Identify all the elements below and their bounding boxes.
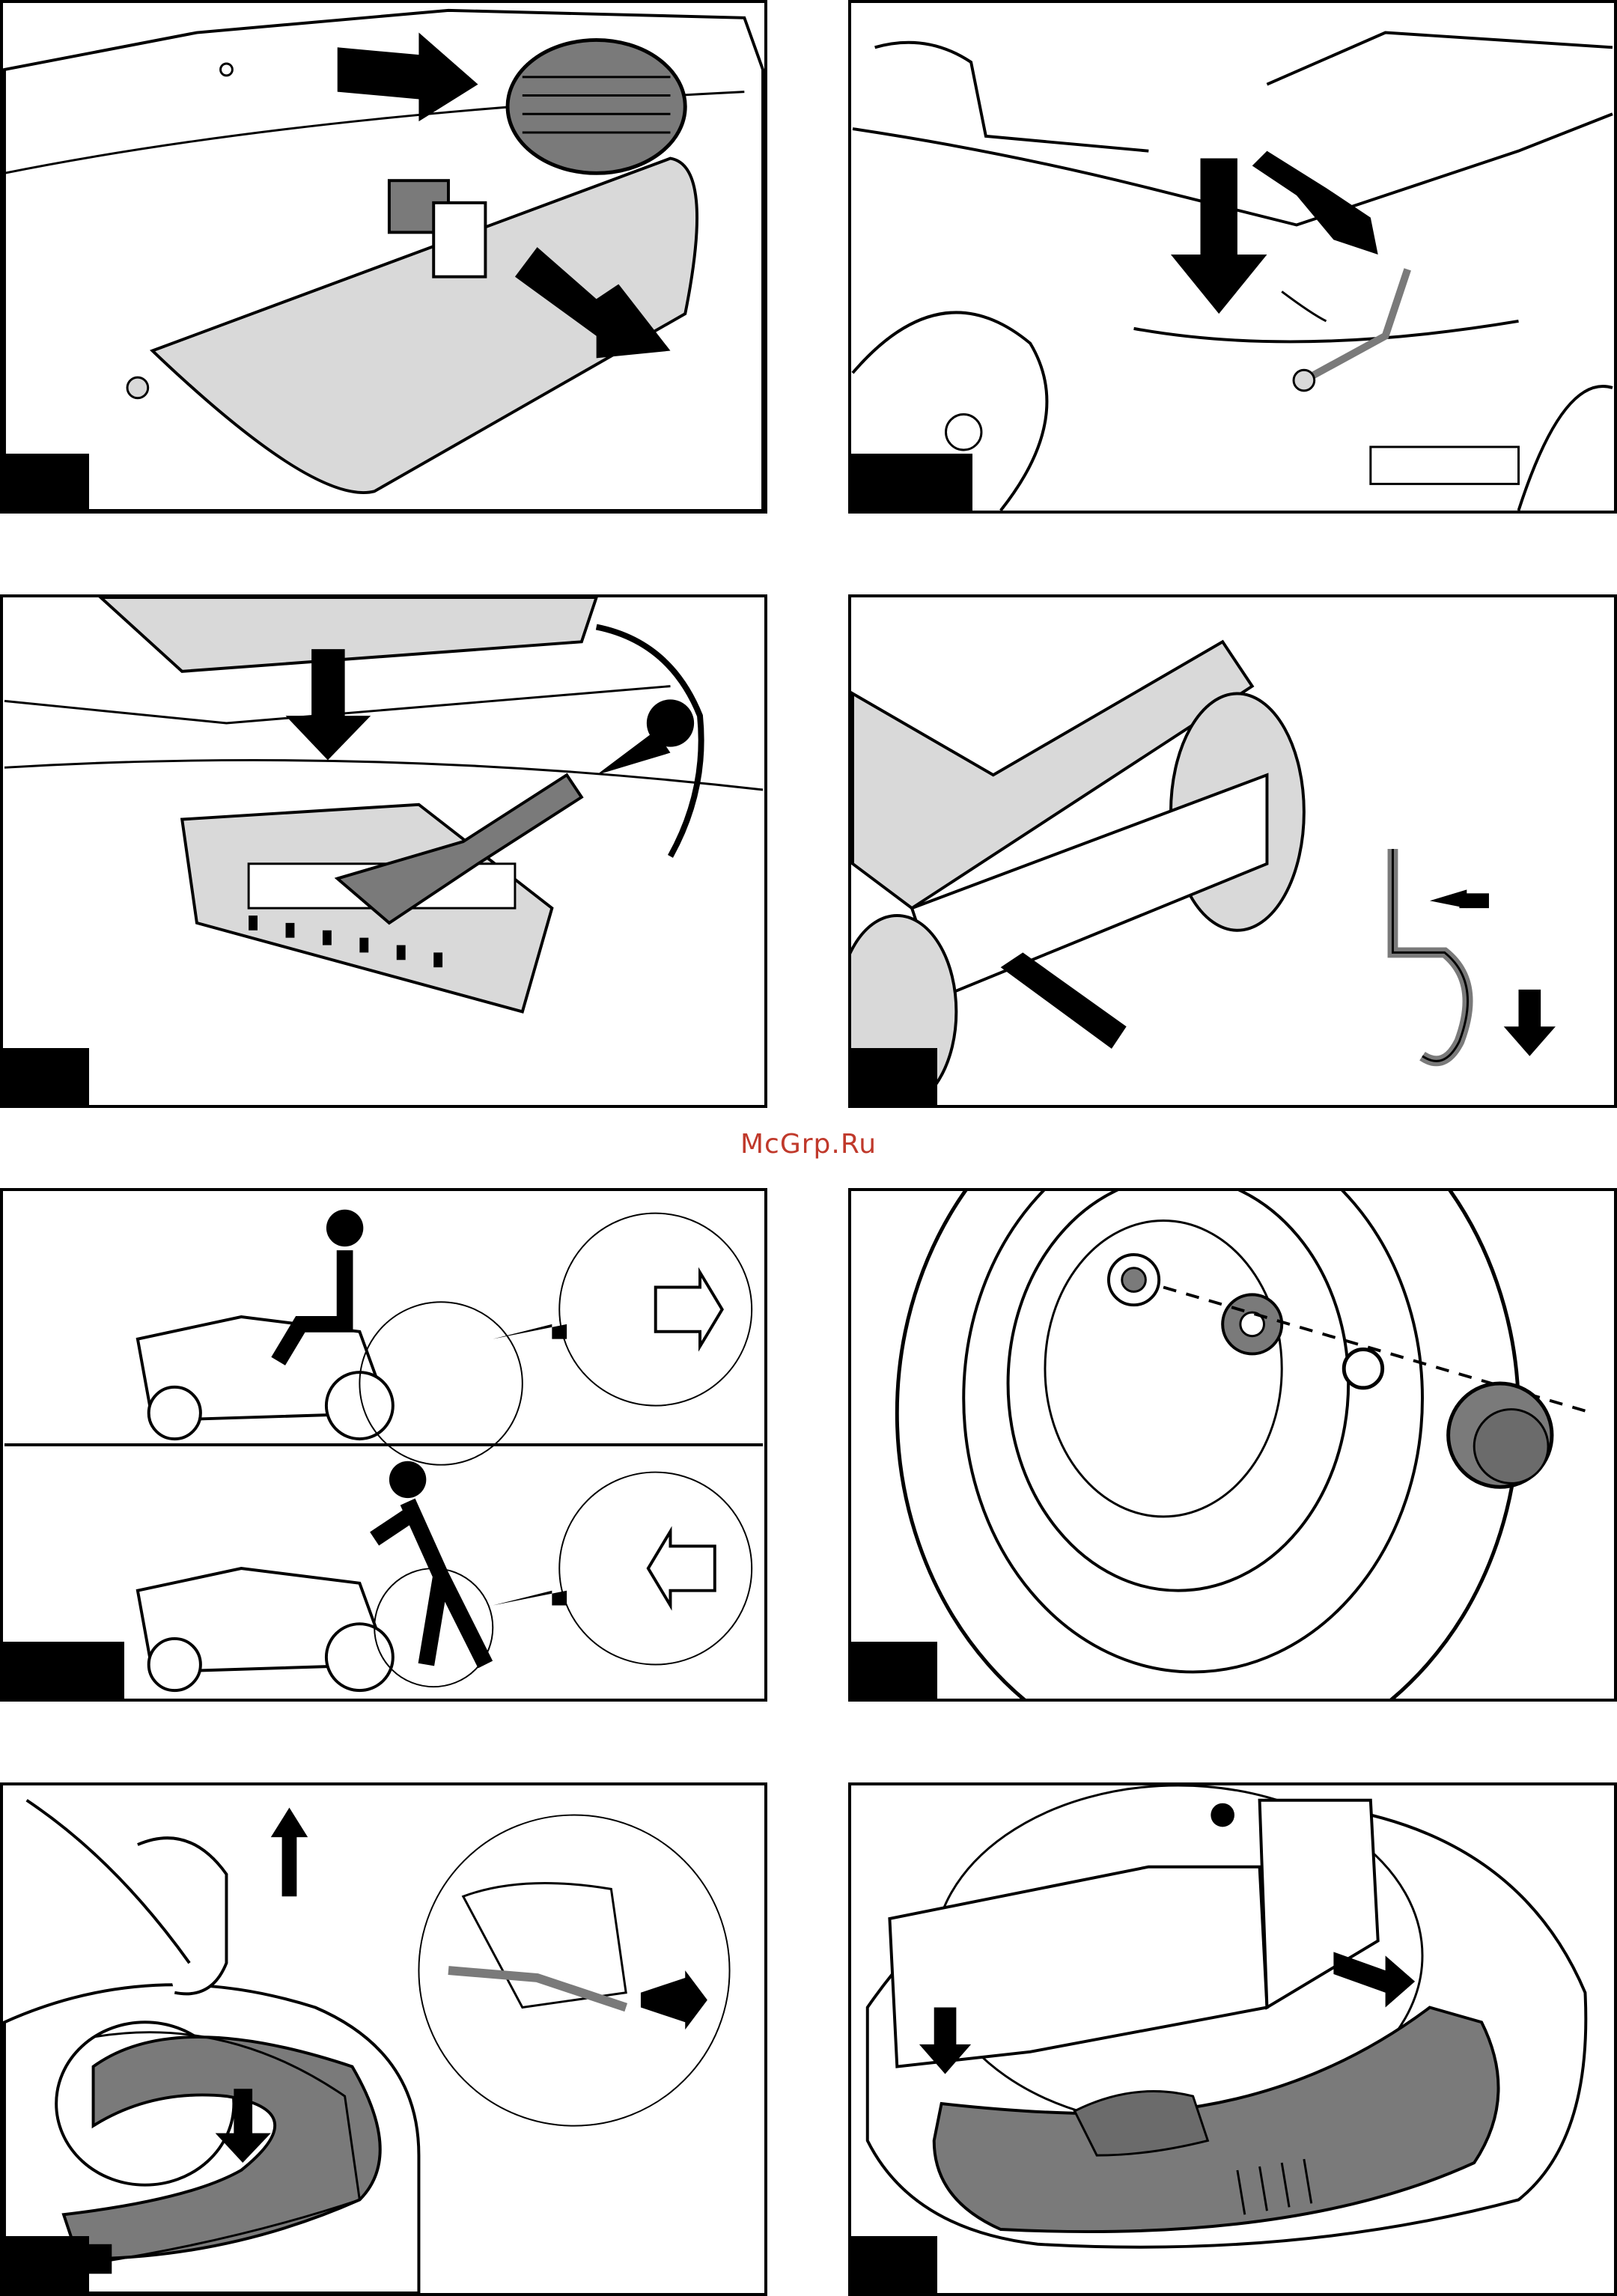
figure-number-tab [851, 2236, 937, 2293]
figure-1-illustration [3, 3, 764, 511]
figure-7-illustration [3, 1785, 764, 2293]
figure-panel-3 [0, 594, 767, 1108]
figure-panel-8 [848, 1782, 1617, 2296]
figure-4-illustration [851, 597, 1614, 1105]
figure-6-illustration [851, 1191, 1614, 1699]
figure-number-tab [851, 1048, 937, 1105]
figure-number-tab [3, 1642, 124, 1699]
figure-panel-6 [848, 1188, 1617, 1702]
figure-number-tab [3, 1048, 89, 1105]
figure-number-tab [851, 454, 972, 511]
figure-number-tab [3, 454, 89, 511]
figure-2-illustration [851, 3, 1614, 511]
figure-panel-7 [0, 1782, 767, 2296]
figure-panel-5 [0, 1188, 767, 1702]
figure-5-illustration [3, 1191, 764, 1699]
figure-number-tab [851, 1642, 937, 1699]
figure-panel-2 [848, 0, 1617, 514]
figure-8-illustration [851, 1785, 1614, 2293]
figure-number-tab [3, 2236, 89, 2293]
figure-3-illustration [3, 597, 764, 1105]
figure-panel-1 [0, 0, 767, 514]
figure-panel-4 [848, 594, 1617, 1108]
watermark: McGrp.Ru [0, 1129, 1617, 1160]
